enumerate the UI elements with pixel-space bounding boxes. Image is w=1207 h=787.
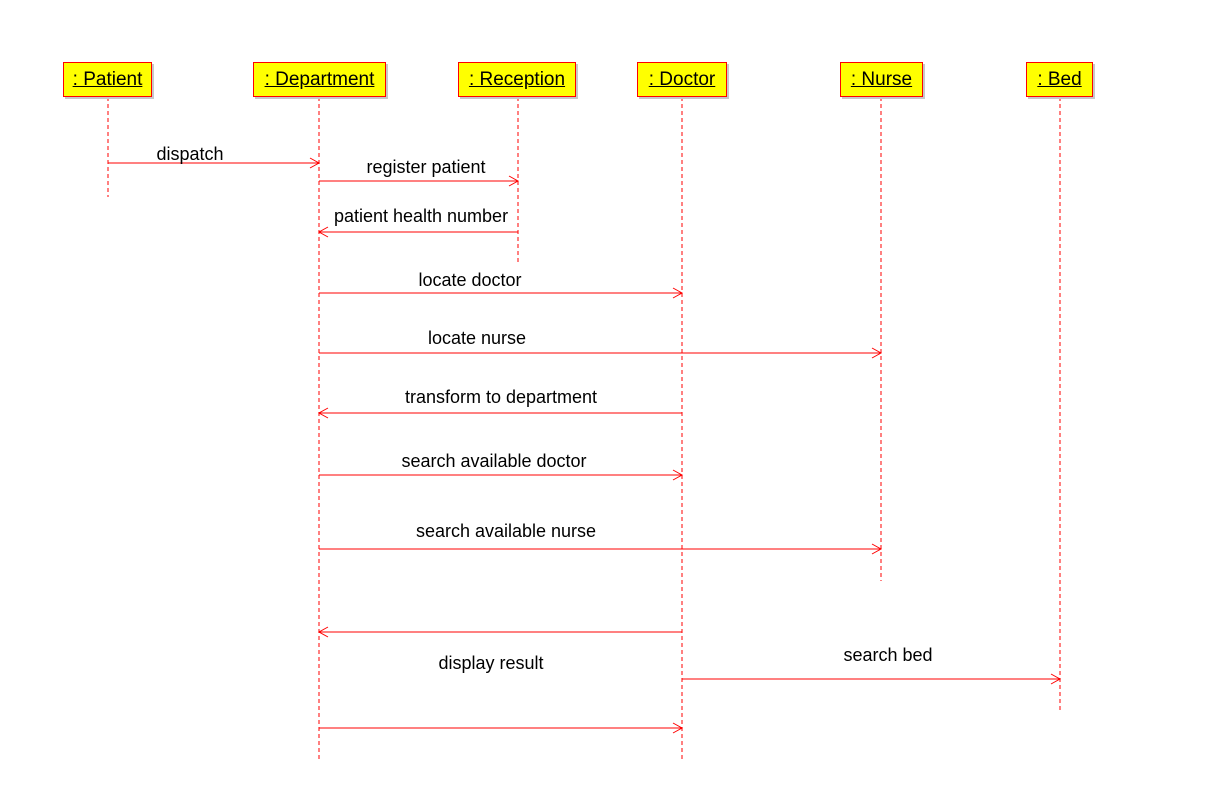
message-label-search-available-nurse: search available nurse [415,521,597,541]
message-arrowhead-8 [317,626,329,638]
actor-label: : Bed [1037,68,1082,90]
actor-nurse: : Nurse [840,62,923,97]
message-arrowhead-5 [317,407,329,419]
actor-label: : Reception [468,68,566,90]
message-label-register-patient: register patient [366,157,486,177]
actor-patient: : Patient [63,62,152,97]
message-arrowhead-2 [317,226,329,238]
message-label-locate-nurse: locate nurse [427,328,527,348]
note-display-result: display result [438,653,544,673]
message-arrowhead-6 [672,469,684,481]
message-arrowhead-9 [1050,673,1062,685]
actor-bed: : Bed [1026,62,1093,97]
actor-label: : Patient [72,68,143,90]
actor-label: : Doctor [648,68,716,90]
actor-label: : Nurse [850,68,913,90]
message-label-dispatch: dispatch [156,144,224,164]
message-arrowhead-4 [871,347,883,359]
message-label-transform-to-department: transform to department [404,387,598,407]
actor-department: : Department [253,62,386,97]
message-label-patient-health-number: patient health number [333,206,509,226]
message-arrowhead-3 [672,287,684,299]
message-arrowhead-7 [871,543,883,555]
actor-doctor: : Doctor [637,62,727,97]
message-label-search-available-doctor: search available doctor [401,451,587,471]
actor-label: : Department [264,68,375,90]
message-arrowhead-10 [672,722,684,734]
actor-reception: : Reception [458,62,576,97]
message-arrowhead-1 [508,175,520,187]
message-arrowhead-0 [309,157,321,169]
message-label-locate-doctor: locate doctor [418,270,522,290]
message-label-search-bed: search bed [843,645,933,665]
